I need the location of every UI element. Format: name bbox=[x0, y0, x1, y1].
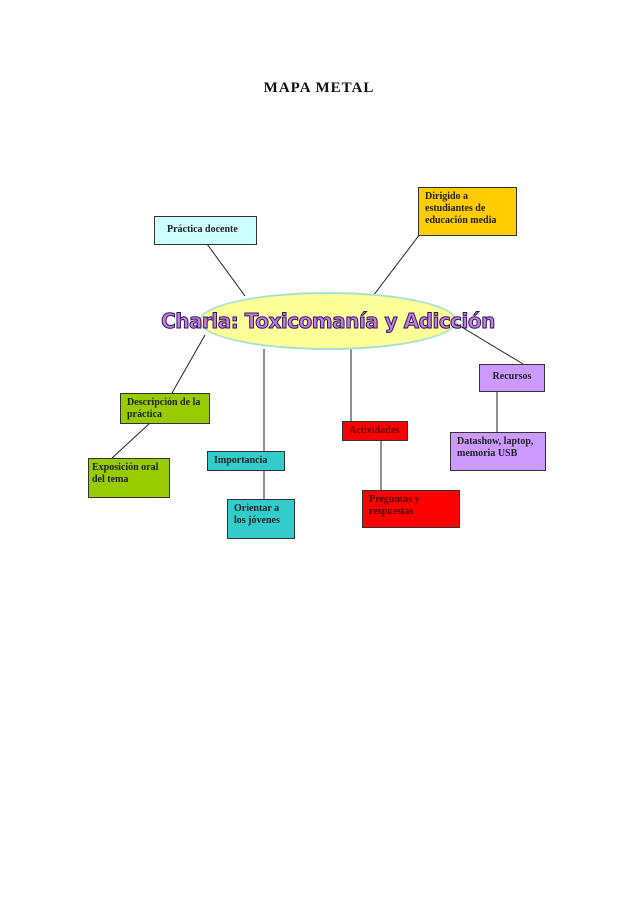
node-orientar-label: Orientar a los jóvenes bbox=[234, 503, 280, 526]
central-node-label: Charla: Toxicomanía y Adicción bbox=[161, 309, 496, 334]
node-preguntas-label: Preguntas y respuestas bbox=[369, 494, 420, 517]
node-dirigido-label: Dirigido a estudiantes de educación medi… bbox=[425, 191, 497, 226]
node-datashow: Datashow, laptop, memoria USB bbox=[450, 432, 546, 471]
node-practica-docente: Práctica docente bbox=[154, 216, 257, 245]
node-actividades: Actividades bbox=[342, 421, 408, 441]
node-dirigido: Dirigido a estudiantes de educación medi… bbox=[418, 187, 517, 236]
node-importancia-label: Importancia bbox=[214, 455, 268, 466]
connector-dirigido bbox=[372, 233, 421, 297]
node-exposicion-label: Exposición oral del tema bbox=[92, 462, 159, 485]
node-importancia: Importancia bbox=[207, 451, 285, 471]
node-practica-docente-label: Práctica docente bbox=[167, 224, 238, 235]
node-exposicion: Exposición oral del tema bbox=[88, 458, 170, 498]
node-descripcion-label: Descripción de la práctica bbox=[127, 397, 201, 420]
connector-descripcion bbox=[171, 334, 206, 394]
node-recursos-label: Recursos bbox=[492, 371, 532, 382]
node-datashow-label: Datashow, laptop, memoria USB bbox=[457, 436, 534, 459]
connector-recursos bbox=[449, 319, 524, 365]
page-title: MAPA METAL bbox=[263, 80, 375, 96]
node-preguntas: Preguntas y respuestas bbox=[362, 490, 460, 528]
connector-practica bbox=[206, 243, 246, 297]
node-recursos: Recursos bbox=[479, 364, 545, 392]
connector-exposicion bbox=[111, 422, 151, 459]
node-actividades-label: Actividades bbox=[349, 425, 399, 436]
node-descripcion: Descripción de la práctica bbox=[120, 393, 210, 424]
node-orientar: Orientar a los jóvenes bbox=[227, 499, 295, 539]
central-node: Charla: Toxicomanía y Adicción bbox=[161, 292, 496, 350]
